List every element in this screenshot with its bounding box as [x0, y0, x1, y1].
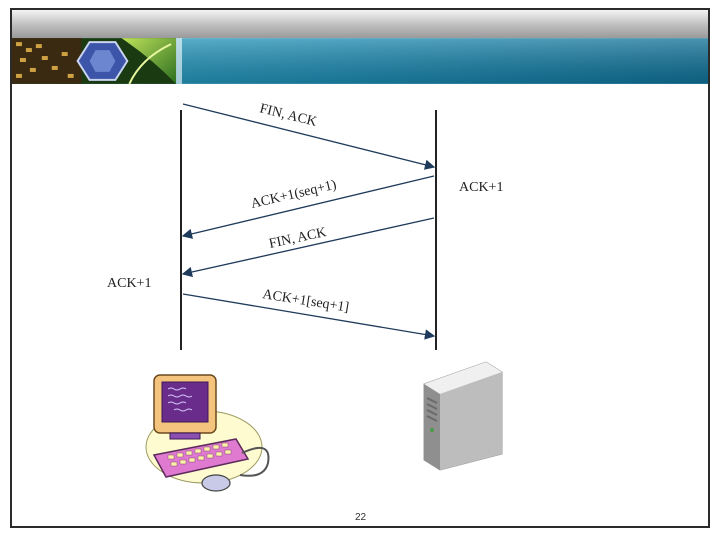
- message-label-4: ACK+1[seq+1]: [261, 287, 350, 315]
- server-tower-icon: [423, 361, 503, 471]
- page-number: 22: [355, 512, 367, 523]
- arrow-ack-2: [181, 175, 435, 239]
- slide: FIN, ACK ACK+1(seq+1) FIN, ACK ACK+1[seq…: [10, 8, 710, 528]
- desktop-computer-icon: [145, 374, 270, 492]
- arrow-fin-ack-1: [182, 103, 436, 170]
- header-banner: [12, 38, 708, 84]
- header-bar: [12, 10, 708, 38]
- client-side-label: ACK+1: [107, 276, 152, 291]
- server-side-label: ACK+1: [459, 180, 504, 195]
- arrow-ack-4: [182, 293, 436, 340]
- arrow-fin-ack-3: [181, 217, 435, 278]
- tcp-close-diagram: FIN, ACK ACK+1(seq+1) FIN, ACK ACK+1[seq…: [145, 101, 503, 492]
- message-label-2: ACK+1(seq+1): [250, 178, 339, 212]
